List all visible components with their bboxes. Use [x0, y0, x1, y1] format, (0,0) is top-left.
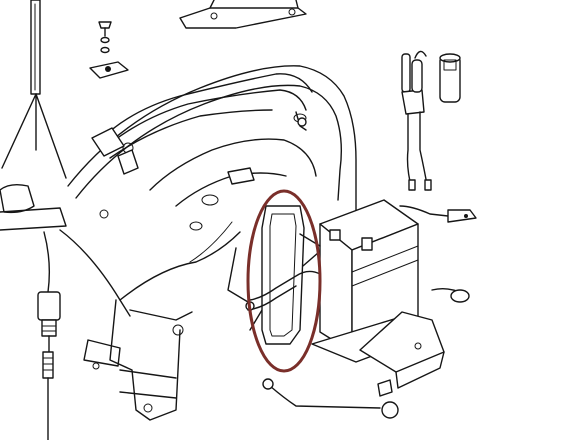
rear-fender [59, 65, 357, 331]
battery-terminal-positive [361, 237, 373, 251]
lamp-bulb [42, 351, 54, 440]
support-wires [1, 93, 67, 179]
fuse-holder-body [401, 89, 425, 115]
washer [100, 36, 110, 44]
ground-bolt [377, 379, 393, 397]
fuse-wire-loop [414, 50, 427, 59]
lead-terminal [408, 179, 416, 191]
fuse-holder [401, 53, 411, 93]
cable-down [43, 231, 51, 293]
screw-and-plate-parts [89, 21, 129, 79]
fender-tab [227, 167, 255, 185]
fuse-leads [406, 111, 429, 191]
cable-eyelet [381, 401, 399, 419]
ground-cable [262, 378, 399, 419]
fuse-cap [411, 59, 423, 93]
battery-holding-strap [245, 205, 321, 345]
screw-head [98, 21, 112, 29]
battery-terminal-negative [329, 229, 341, 241]
ground-ring [450, 289, 470, 303]
side-bracket [0, 207, 67, 231]
battery-tray [311, 287, 470, 389]
harness-clamp [91, 127, 125, 157]
fuse-holder-assembly [401, 50, 461, 191]
washer [100, 46, 110, 54]
lead-terminal [424, 179, 432, 191]
wiring-harness [91, 73, 313, 175]
strap-highlight-circle [246, 189, 322, 373]
left-wiring-assembly [0, 0, 67, 440]
fuse-cartridge [439, 55, 461, 103]
top-bracket [179, 0, 307, 29]
cable-terminal [447, 209, 477, 223]
harness-connector [117, 149, 139, 175]
side-clamp [0, 183, 35, 214]
fender-frame [83, 247, 249, 421]
lamp-socket [37, 291, 61, 353]
positive-cable [399, 205, 449, 217]
